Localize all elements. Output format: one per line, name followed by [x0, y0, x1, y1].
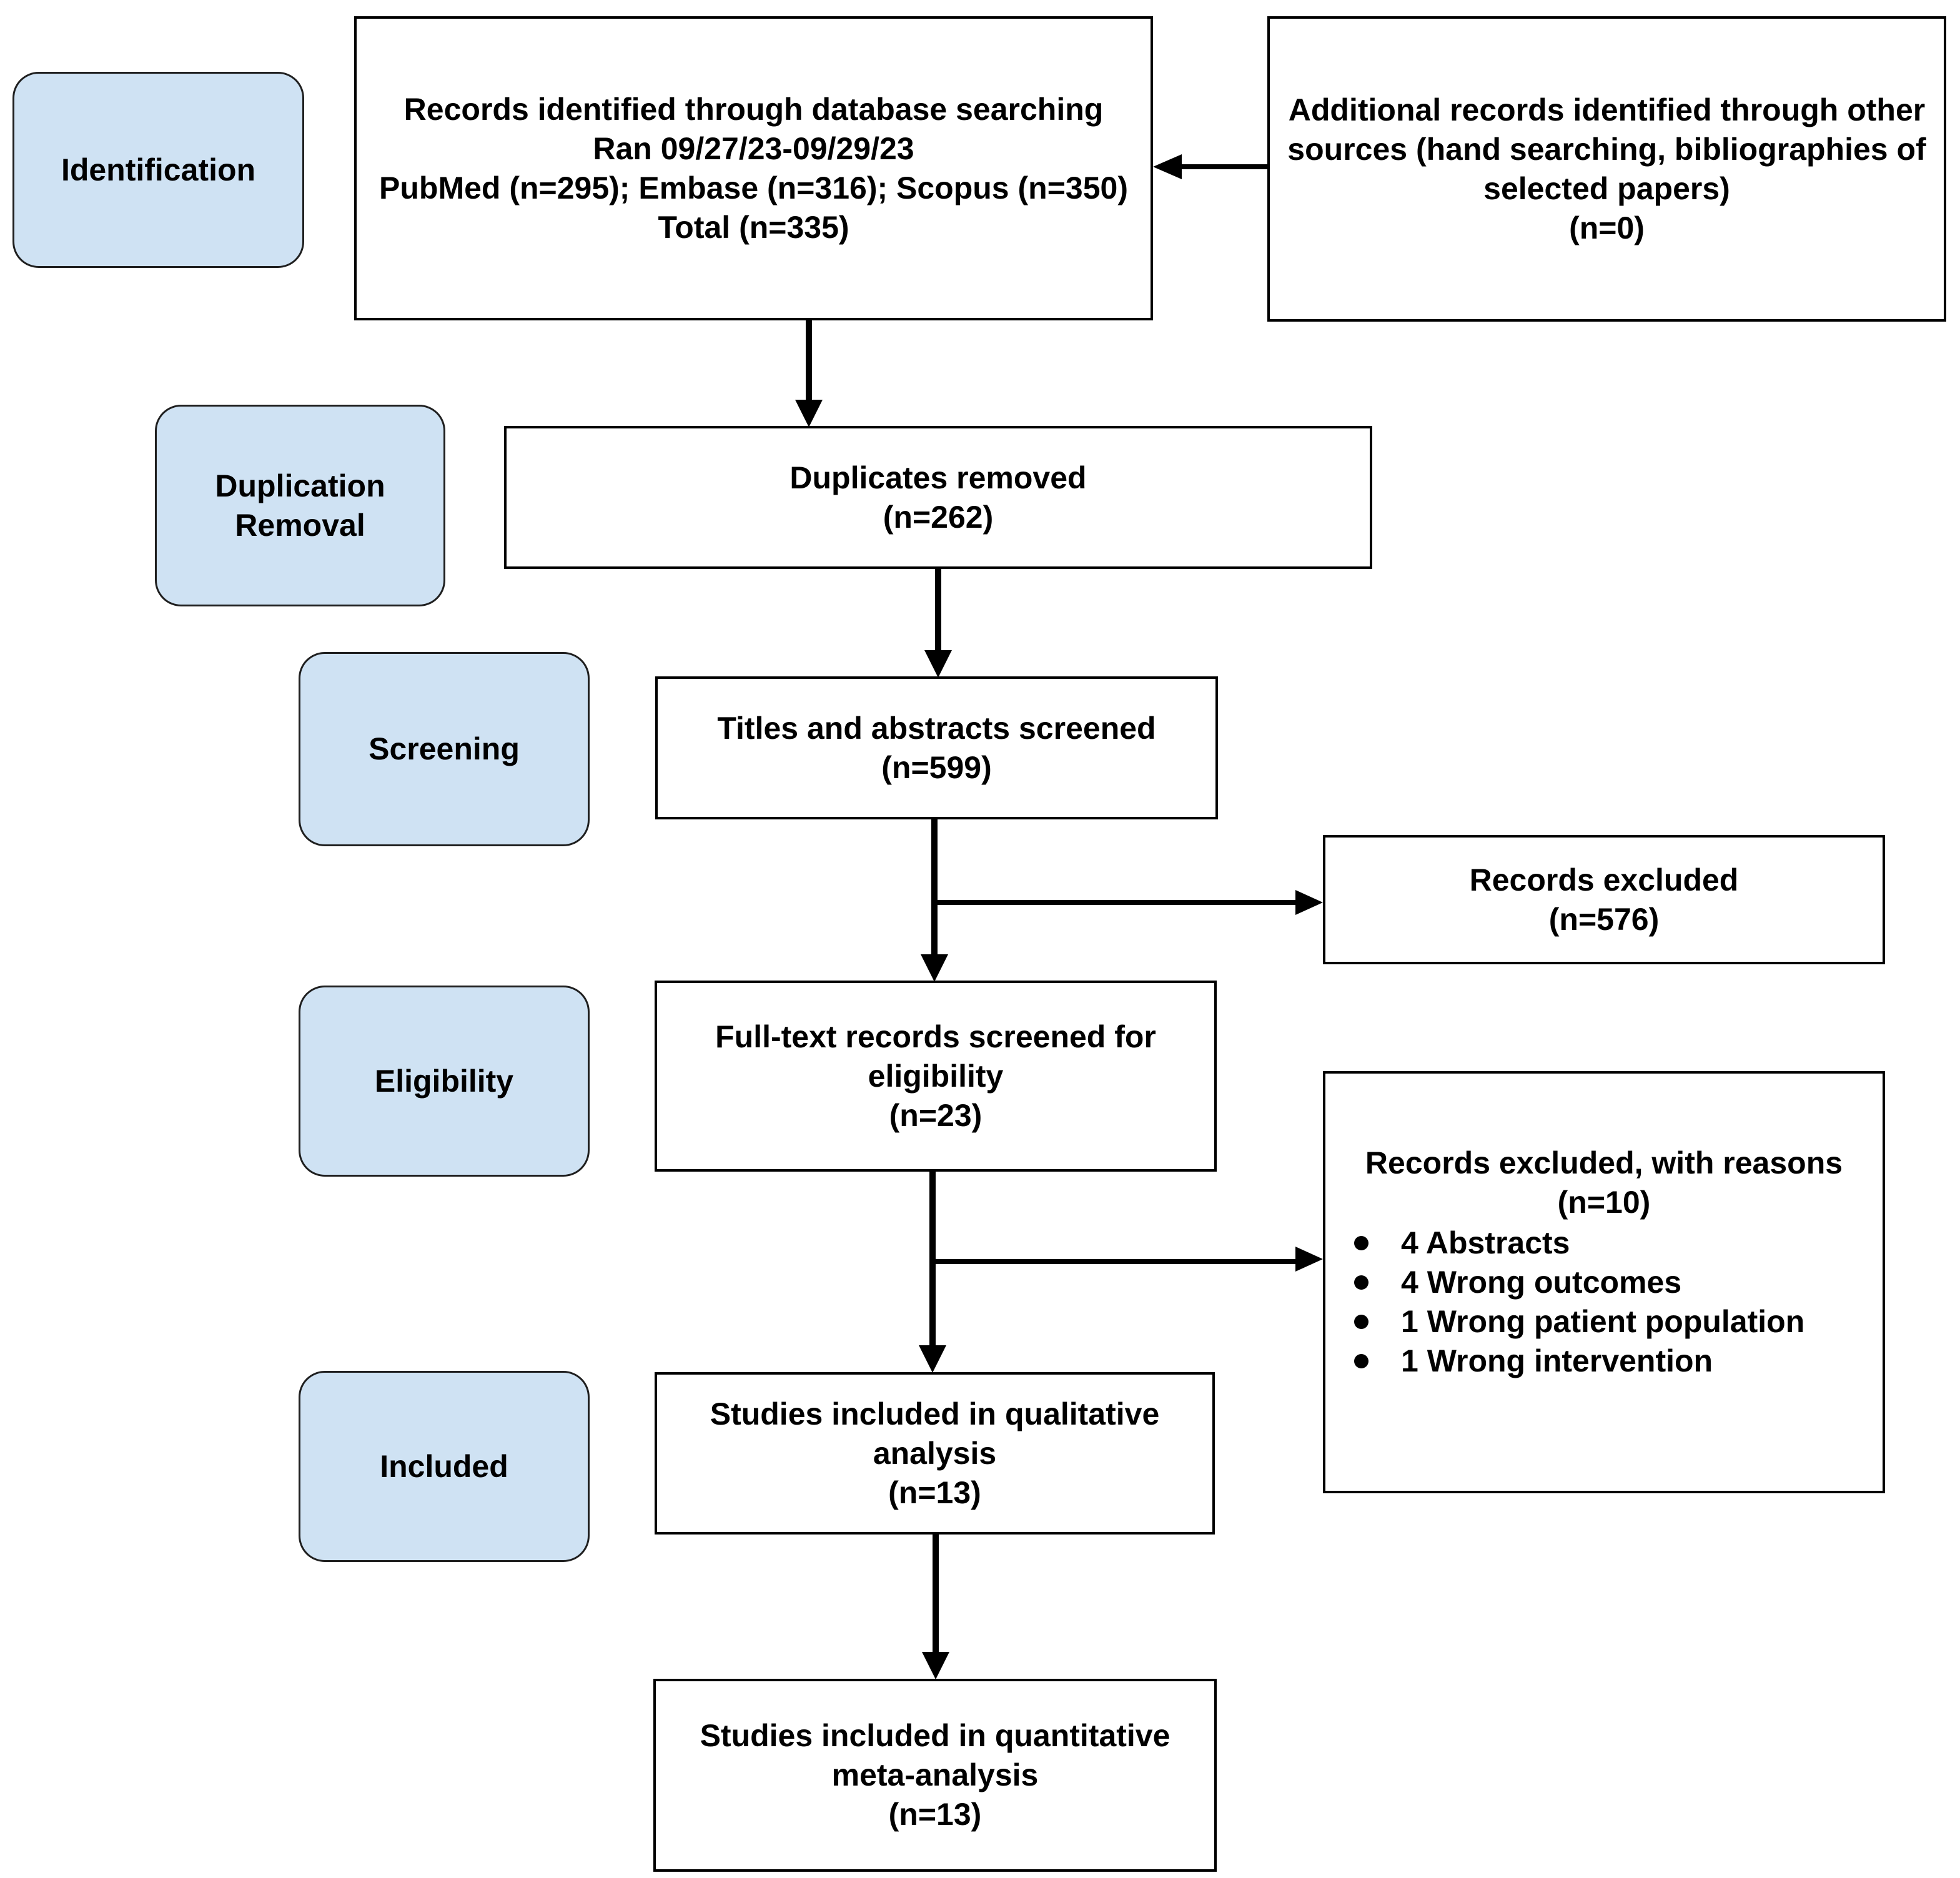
box-text-line: Duplicates removed — [789, 460, 1087, 495]
box-text-line: (n=576) — [1548, 901, 1660, 937]
stage-duplication-removal: Duplication Removal — [155, 405, 445, 606]
box-text-line: eligibility — [868, 1058, 1004, 1094]
box-text-line: selected papers) — [1483, 171, 1730, 206]
arrow-down-icon — [924, 650, 952, 678]
arrow-right-icon — [1295, 890, 1323, 915]
exclusion-reasons-list: 4 Abstracts 4 Wrong outcomes 1 Wrong pat… — [1354, 1223, 1804, 1381]
box-fulltext-screened: Full-text records screened for eligibili… — [655, 981, 1217, 1172]
list-item: 4 Abstracts — [1354, 1223, 1804, 1263]
stage-eligibility: Eligibility — [299, 986, 590, 1177]
stage-label: Duplication Removal — [215, 468, 385, 543]
connector-duplicates-to-titles — [935, 569, 941, 651]
arrow-down-icon — [922, 1652, 949, 1679]
box-text-line: sources (hand searching, bibliographies … — [1287, 131, 1926, 167]
box-text-line: PubMed (n=295); Embase (n=316); Scopus (… — [379, 170, 1128, 205]
box-records-excluded: Records excluded (n=576) — [1323, 835, 1885, 964]
list-item-label: 4 Wrong outcomes — [1401, 1265, 1682, 1300]
box-duplicates-removed: Duplicates removed (n=262) — [504, 426, 1372, 569]
box-text-line: (n=10) — [1557, 1185, 1651, 1220]
connector-titles-to-excluded — [931, 900, 1297, 905]
box-text-line: Total (n=335) — [658, 209, 849, 245]
box-quantitative-meta-analysis: Studies included in quantitative meta-an… — [653, 1679, 1217, 1872]
bullet-icon — [1354, 1315, 1369, 1329]
box-text-line: (n=13) — [888, 1475, 981, 1510]
list-item-label: 4 Abstracts — [1401, 1225, 1570, 1260]
box-text-line: Records excluded — [1469, 862, 1739, 897]
list-item: 1 Wrong intervention — [1354, 1342, 1804, 1381]
stage-screening: Screening — [299, 652, 590, 846]
list-item: 1 Wrong patient population — [1354, 1302, 1804, 1342]
connector-qualitative-to-quantitative — [933, 1535, 939, 1653]
arrow-right-icon — [1295, 1247, 1323, 1272]
box-text-line: analysis — [873, 1435, 997, 1471]
box-qualitative-analysis: Studies included in qualitative analysis… — [655, 1372, 1215, 1535]
bullet-icon — [1354, 1275, 1369, 1290]
box-records-identified: Records identified through database sear… — [354, 16, 1153, 320]
box-additional-records: Additional records identified through ot… — [1267, 16, 1946, 322]
stage-identification: Identification — [12, 72, 304, 268]
connector-identified-to-duplicates — [806, 320, 812, 402]
arrow-left-icon — [1153, 154, 1182, 179]
box-text-line: meta-analysis — [831, 1757, 1039, 1792]
box-text-line: Ran 09/27/23-09/29/23 — [593, 131, 914, 166]
arrow-down-icon — [795, 400, 823, 427]
stage-included: Included — [299, 1371, 590, 1562]
list-item: 4 Wrong outcomes — [1354, 1263, 1804, 1302]
arrow-down-icon — [921, 954, 948, 982]
box-text-line: Titles and abstracts screened — [717, 710, 1156, 746]
box-text-line: Records excluded, with reasons — [1365, 1145, 1843, 1180]
box-titles-abstracts-screened: Titles and abstracts screened (n=599) — [655, 676, 1218, 819]
box-text-line: (n=599) — [881, 749, 992, 785]
box-text-line: Studies included in qualitative — [710, 1396, 1160, 1431]
stage-label: Included — [380, 1448, 508, 1484]
box-text-line: Additional records identified through ot… — [1288, 92, 1926, 127]
stage-label: Screening — [369, 731, 520, 766]
stage-label: Identification — [61, 152, 256, 187]
list-item-label: 1 Wrong intervention — [1401, 1343, 1713, 1378]
box-text-line: (n=0) — [1569, 210, 1645, 245]
connector-titles-to-fulltext — [931, 819, 938, 956]
stage-label: Eligibility — [374, 1063, 514, 1099]
box-text-line: (n=13) — [888, 1797, 982, 1832]
box-text-line: (n=23) — [889, 1097, 982, 1133]
box-text-line: (n=262) — [883, 499, 994, 535]
list-item-label: 1 Wrong patient population — [1401, 1304, 1805, 1339]
box-text-line: Full-text records screened for — [715, 1019, 1156, 1054]
connector-additional-to-identified — [1180, 164, 1267, 169]
connector-fulltext-to-reasons — [929, 1259, 1297, 1264]
bullet-icon — [1354, 1236, 1369, 1250]
bullet-icon — [1354, 1354, 1369, 1368]
box-text-line: Records identified through database sear… — [403, 91, 1104, 127]
box-text-line: Studies included in quantitative — [700, 1718, 1171, 1753]
box-records-excluded-reasons: Records excluded, with reasons (n=10) 4 … — [1323, 1071, 1885, 1493]
arrow-down-icon — [919, 1345, 946, 1373]
